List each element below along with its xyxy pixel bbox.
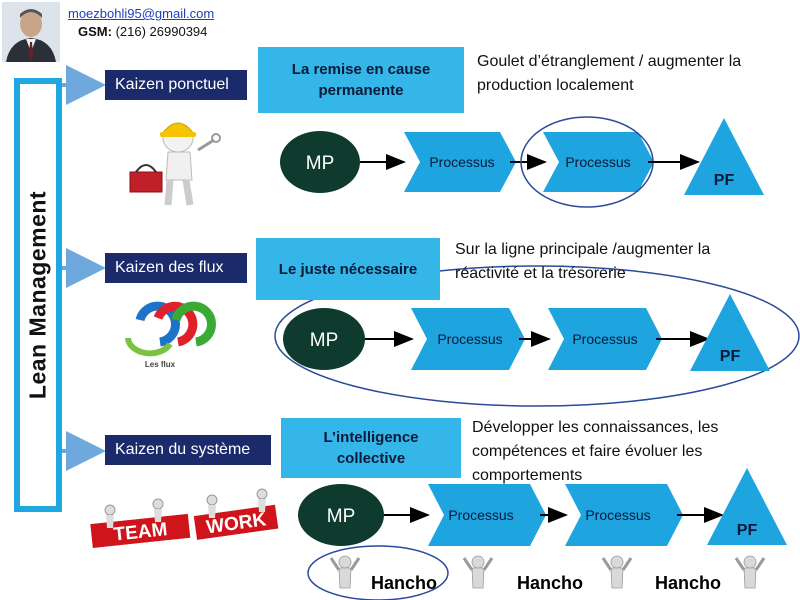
hancho-label: Hancho [371,573,437,593]
kaizen-flux-box: Kaizen des flux [105,253,247,283]
process-label: Processus [437,331,502,347]
profile-photo [2,2,60,62]
process-chevron [565,484,683,546]
flux-cycle-icon: Les flux [125,301,216,369]
concept-box-intelligence: L’intelligence collective [281,418,461,478]
flux-ellipse [274,265,800,407]
concept-box-remise: La remise en cause permanente [258,47,464,113]
process-label: Processus [565,154,630,170]
hancho-label: Hancho [517,573,583,593]
hancho-ellipse [307,545,449,600]
process-label: Processus [585,507,650,523]
pf-label: PF [737,522,758,539]
flux-caption: Les flux [145,360,176,369]
worker-toolbox-icon [129,122,221,206]
mp-label: MP [306,153,335,174]
lean-sidebar-inner [20,84,56,506]
mp-circle [298,484,384,546]
process-chevron [404,132,516,192]
mp-circle [283,308,365,370]
hancho-label: Hancho [655,573,721,593]
concept-label: Le juste nécessaire [278,260,418,278]
concept-label: La remise en cause permanente [291,61,431,99]
kaizen-systeme-box: Kaizen du système [105,435,271,465]
mp-label: MP [310,330,339,351]
hancho-figure-icon [462,555,494,589]
teamwork-icon: TEAM WORK [90,488,279,548]
concept-label: L’intelligence collective [323,429,419,467]
flow-row-3 [298,468,787,546]
gsm-line: GSM: (216) 26990394 [78,24,207,39]
gsm-label: GSM: [78,24,112,39]
process-label: Processus [572,331,637,347]
description-row-3: Développer les connaissances, les compét… [472,419,719,484]
process-chevron [411,308,525,370]
gsm-number: (216) 26990394 [115,24,208,39]
teamwork-team-text: TEAM [113,519,169,546]
concept-box-juste: Le juste nécessaire [256,238,440,300]
hancho-figure-icon [329,555,361,589]
pf-triangle [690,294,770,371]
hancho-figure-icon [601,555,633,589]
hancho-figure-icon [734,555,766,589]
kaizen-ponctuel-box: Kaizen ponctuel [105,70,247,100]
process-chevron [428,484,546,546]
person-photo-icon [2,2,60,62]
mp-circle [280,131,360,193]
pf-label: PF [720,348,741,365]
flow-row-2 [283,294,770,371]
pf-triangle [707,468,787,545]
process-chevron [548,308,662,370]
pf-triangle [684,118,764,195]
pf-label: PF [714,172,735,189]
mp-label: MP [327,506,356,527]
email-link[interactable]: moezbohli95@gmail.com [68,6,215,21]
description-row-1: Goulet d’étranglement / augmenter la pro… [477,53,742,94]
process-label: Processus [429,154,494,170]
process-chevron [543,132,654,192]
description-row-2: Sur la ligne principale /augmenter la ré… [455,241,711,282]
flow-row-1 [280,116,764,208]
process-label: Processus [448,507,513,523]
